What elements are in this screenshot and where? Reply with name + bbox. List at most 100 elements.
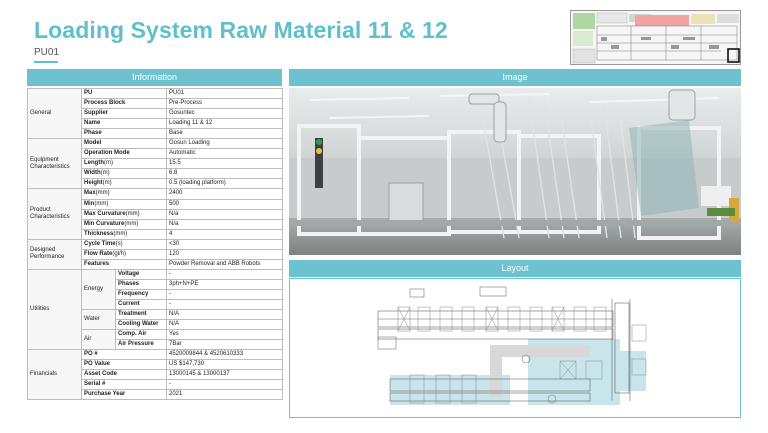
row-key: Asset Code	[81, 369, 167, 381]
equipment-photo-drawing	[289, 88, 741, 255]
row-unit: (m)	[102, 180, 112, 187]
row-unit: (s)	[115, 240, 123, 247]
subcategory-water: Water	[81, 309, 116, 331]
row-key: Model	[81, 138, 167, 150]
row-value: Powder Removal and ABB Robots	[166, 258, 283, 270]
row-value: -	[166, 288, 283, 300]
row-key: Name	[81, 118, 167, 130]
row-value: -	[166, 298, 283, 311]
row-value: 7Bar	[166, 339, 283, 351]
row-value: N/A	[166, 309, 283, 321]
plant-minimap	[570, 10, 741, 65]
information-table: General PU PU01 Process Block Pre-Proces…	[27, 87, 283, 401]
row-key: Supplier	[81, 108, 167, 120]
row-value: 4	[166, 228, 283, 240]
row-value: -	[166, 268, 283, 280]
row-key: Max Curvature(mm)	[81, 208, 167, 220]
row-unit: (mm)	[113, 230, 128, 237]
row-key-text: Length	[84, 160, 104, 167]
row-value: 120	[166, 248, 283, 260]
layout-diagram	[289, 278, 741, 418]
row-key: Min Curvature(mm)	[81, 218, 167, 230]
table-row: General PU PU01	[27, 87, 283, 140]
row-key: PU	[81, 87, 167, 100]
row-value: N/A	[166, 319, 283, 331]
row-key-text: Height	[84, 180, 103, 187]
page-subtitle: PU01	[34, 47, 60, 58]
layout-drawing	[290, 279, 740, 417]
row-value: -	[166, 379, 283, 391]
category-general: General	[27, 87, 82, 140]
row-unit: (gl/h)	[112, 250, 127, 257]
table-row: Purchase Year 2021	[28, 389, 283, 401]
row-key: Thickness(mm)	[81, 228, 167, 240]
row-value: N/a	[166, 218, 283, 230]
row-value: PU01	[166, 87, 283, 100]
row-key-text: Thickness	[84, 230, 114, 237]
row-key: Max(mm)	[81, 188, 167, 200]
row-value: 2021	[166, 389, 283, 401]
row-value: Yes	[166, 329, 283, 341]
table-row: Product Characteristics Max(mm) 2400	[27, 188, 283, 240]
row-key: Current	[115, 298, 167, 311]
row-value: Loading 11 & 12	[166, 118, 283, 130]
row-unit: (m)	[104, 160, 113, 167]
row-key-text: Width	[84, 170, 101, 177]
row-key-text: Max Curvature	[84, 210, 126, 217]
row-key: Purchase Year	[81, 389, 167, 401]
row-value: Base	[166, 128, 283, 140]
row-unit: (mm)	[95, 190, 110, 197]
row-value: 13000145 & 13000137	[166, 369, 283, 381]
row-key-text: Max	[84, 190, 96, 197]
row-key: Length(m)	[81, 158, 167, 170]
information-header: Information	[27, 69, 282, 86]
row-key: Min(mm)	[81, 198, 167, 210]
row-value: 6.8	[166, 168, 283, 180]
row-key: Cycle Time(s)	[81, 238, 167, 250]
row-key: PO #	[81, 349, 167, 361]
row-value: 4520009844 & 4520610333	[166, 349, 283, 361]
category-performance: Designed Performance	[27, 238, 82, 270]
row-value: 0.5 (loading platform)	[166, 178, 283, 190]
row-key: Operation Mode	[81, 148, 167, 160]
row-key: Treatment	[115, 309, 167, 321]
row-unit: (m)	[100, 170, 110, 177]
row-key: Voltage	[115, 268, 167, 280]
layout-header: Layout	[289, 260, 741, 277]
subtitle-underline	[34, 61, 58, 63]
row-key-text: Operation Mode	[84, 150, 130, 157]
table-row: Designed Performance Cycle Time(s) <30	[27, 238, 283, 270]
row-key: Phase	[81, 128, 167, 140]
row-key: Frequency	[115, 288, 167, 300]
minimap-drawing	[571, 11, 740, 64]
row-value: <30	[166, 238, 283, 250]
row-key: Flow Rate(gl/h)	[81, 248, 167, 260]
row-key: Comp. Air	[115, 329, 167, 341]
row-key-text: Cycle Time	[84, 240, 116, 247]
row-unit: (mm)	[125, 210, 140, 217]
row-key-text: Flow Rate	[84, 250, 113, 257]
row-key-text: Features	[84, 260, 110, 267]
subcategory-air: Air	[81, 329, 116, 351]
row-key: Air Pressure	[115, 339, 167, 351]
row-key: Process Block	[81, 98, 167, 110]
row-value: Automatic	[166, 148, 283, 160]
table-row: Financials PO # 4520009844 & 4520610333	[27, 349, 283, 401]
row-value: 500	[166, 198, 283, 210]
row-key: Height(m)	[81, 178, 167, 190]
row-value: US $147,730	[166, 359, 283, 371]
page-title: Loading System Raw Material 11 & 12	[34, 17, 448, 43]
row-key: Features	[81, 258, 167, 270]
row-key: Phases	[115, 278, 167, 290]
row-key: Cooling Water	[115, 319, 167, 331]
table-row: Air Comp. Air Yes	[28, 329, 283, 351]
row-value: 15.5	[166, 158, 283, 170]
equipment-photo	[289, 88, 741, 255]
row-value: 3ph+N+PE	[166, 278, 283, 290]
row-key: PO Value	[81, 359, 167, 371]
category-equipment: Equipment Characteristics	[27, 138, 82, 190]
table-row: Equipment Characteristics Model Gosun Lo…	[27, 138, 283, 190]
row-value: Gosuntec	[166, 108, 283, 120]
row-unit: (mm)	[94, 200, 109, 207]
category-product: Product Characteristics	[27, 188, 82, 240]
